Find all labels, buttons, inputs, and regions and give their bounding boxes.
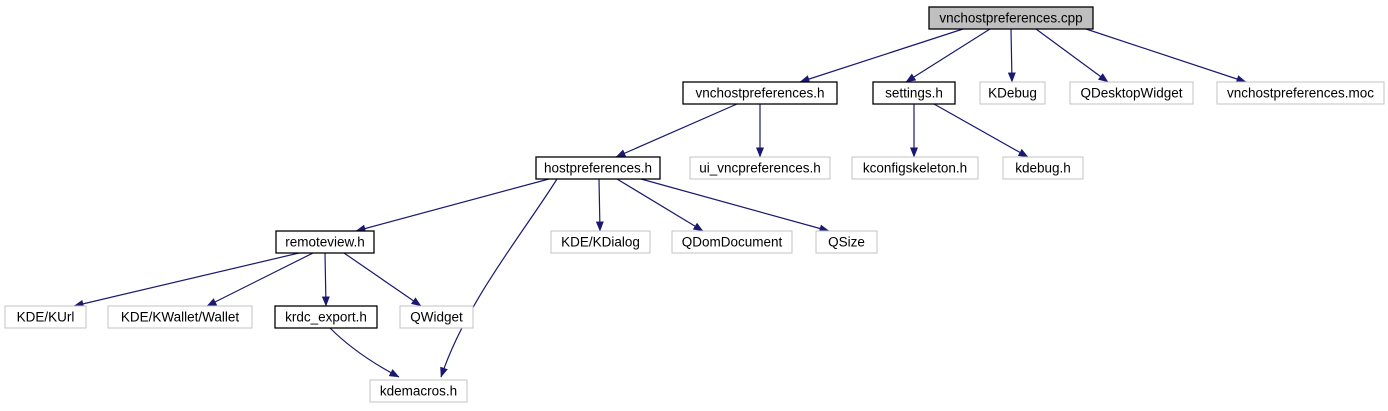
node-box-KDE_KDialog — [550, 230, 651, 254]
edge-remoteview_h-to-QWidget — [343, 252, 422, 307]
graph-node-vnchostpreferences_moc: vnchostpreferences.moc — [1216, 81, 1385, 105]
node-label-KDE_KDialog: KDE/KDialog — [561, 235, 640, 250]
node-box-vnchostpreferences_h[interactable] — [682, 81, 838, 105]
graph-node-kdemacros_h: kdemacros.h — [369, 379, 468, 403]
node-label-KDebug: KDebug — [988, 86, 1037, 101]
node-label-krdc_export_h: krdc_export.h — [285, 310, 367, 325]
node-box-QWidget — [399, 305, 474, 329]
graph-node-settings_h[interactable]: settings.h — [872, 81, 956, 105]
edge-hostpreferences_h-to-QSize — [640, 178, 830, 233]
graph-node-QDesktopWidget: QDesktopWidget — [1069, 81, 1194, 105]
node-box-QSize — [815, 230, 878, 254]
graph-node-QWidget: QWidget — [399, 305, 474, 329]
graph-node-krdc_export_h[interactable]: krdc_export.h — [274, 305, 378, 329]
node-label-kconfigskeleton_h: kconfigskeleton.h — [863, 161, 967, 176]
node-label-KDE_KWallet_Wallet: KDE/KWallet/Wallet — [121, 310, 240, 325]
edge-krdc_export_h-to-kdemacros_h — [329, 327, 400, 378]
edge-vnchostpreferences_cpp-to-vnchostpreferences_moc — [1085, 28, 1247, 83]
node-label-kdemacros_h: kdemacros.h — [380, 384, 457, 399]
graph-node-kdebug_h: kdebug.h — [1002, 156, 1084, 180]
node-box-KDE_KWallet_Wallet — [107, 305, 253, 329]
node-label-vnchostpreferences_cpp: vnchostpreferences.cpp — [939, 11, 1082, 26]
edge-vnchostpreferences_cpp-to-QDesktopWidget — [1035, 28, 1109, 83]
node-label-QDesktopWidget: QDesktopWidget — [1080, 86, 1182, 101]
node-box-KDebug — [979, 81, 1046, 105]
graph-node-KDE_KWallet_Wallet: KDE/KWallet/Wallet — [107, 305, 253, 329]
edge-remoteview_h-to-KDE_KUrl — [73, 252, 300, 308]
edge-hostpreferences_h-to-KDE_KDialog — [595, 178, 604, 232]
node-box-kdemacros_h — [369, 379, 468, 403]
edge-vnchostpreferences_h-to-hostpreferences_h — [615, 103, 738, 158]
node-box-QDomDocument — [671, 230, 793, 254]
node-box-kdebug_h — [1002, 156, 1084, 180]
node-label-vnchostpreferences_moc: vnchostpreferences.moc — [1227, 86, 1374, 101]
node-box-hostpreferences_h[interactable] — [535, 156, 661, 180]
graph-node-KDE_KUrl: KDE/KUrl — [4, 305, 87, 329]
graph-node-kconfigskeleton_h: kconfigskeleton.h — [851, 156, 979, 180]
graph-node-QSize: QSize — [815, 230, 878, 254]
edge-remoteview_h-to-krdc_export_h — [321, 252, 330, 307]
node-box-ui_vncpreferences_h — [689, 156, 831, 180]
graph-node-KDebug: KDebug — [979, 81, 1046, 105]
edge-vnchostpreferences_cpp-to-vnchostpreferences_h — [799, 28, 964, 83]
node-box-QDesktopWidget — [1069, 81, 1194, 105]
node-box-vnchostpreferences_moc — [1216, 81, 1385, 105]
node-label-vnchostpreferences_h: vnchostpreferences.h — [695, 86, 824, 101]
graph-node-remoteview_h[interactable]: remoteview.h — [275, 230, 375, 254]
node-box-settings_h[interactable] — [872, 81, 956, 105]
edge-hostpreferences_h-to-remoteview_h — [355, 178, 550, 233]
node-label-QDomDocument: QDomDocument — [682, 235, 783, 250]
graph-node-vnchostpreferences_cpp: vnchostpreferences.cpp — [928, 6, 1094, 30]
node-label-QWidget: QWidget — [410, 310, 463, 325]
edge-hostpreferences_h-to-kdemacros_h — [440, 178, 558, 378]
node-label-kdebug_h: kdebug.h — [1015, 161, 1071, 176]
node-label-settings_h: settings.h — [885, 86, 943, 101]
edge-hostpreferences_h-to-QDomDocument — [616, 178, 704, 232]
edge-vnchostpreferences_cpp-to-KDebug — [1007, 28, 1016, 83]
graph-node-hostpreferences_h[interactable]: hostpreferences.h — [535, 156, 661, 180]
graph-node-QDomDocument: QDomDocument — [671, 230, 793, 254]
node-label-remoteview_h: remoteview.h — [285, 235, 365, 250]
node-box-KDE_KUrl — [4, 305, 87, 329]
edge-settings_h-to-kdebug_h — [933, 103, 1029, 158]
edge-remoteview_h-to-KDE_KWallet_Wallet — [206, 252, 314, 307]
node-box-remoteview_h[interactable] — [275, 230, 375, 254]
node-label-QSize: QSize — [828, 235, 865, 250]
node-box-vnchostpreferences_cpp — [928, 6, 1094, 30]
node-label-ui_vncpreferences_h: ui_vncpreferences.h — [699, 161, 821, 176]
node-box-kconfigskeleton_h — [851, 156, 979, 180]
graph-node-ui_vncpreferences_h: ui_vncpreferences.h — [689, 156, 831, 180]
node-label-KDE_KUrl: KDE/KUrl — [17, 310, 75, 325]
node-label-hostpreferences_h: hostpreferences.h — [544, 161, 652, 176]
node-box-krdc_export_h[interactable] — [274, 305, 378, 329]
edge-vnchostpreferences_cpp-to-settings_h — [905, 28, 991, 83]
graph-node-vnchostpreferences_h[interactable]: vnchostpreferences.h — [682, 81, 838, 105]
graph-node-KDE_KDialog: KDE/KDialog — [550, 230, 651, 254]
